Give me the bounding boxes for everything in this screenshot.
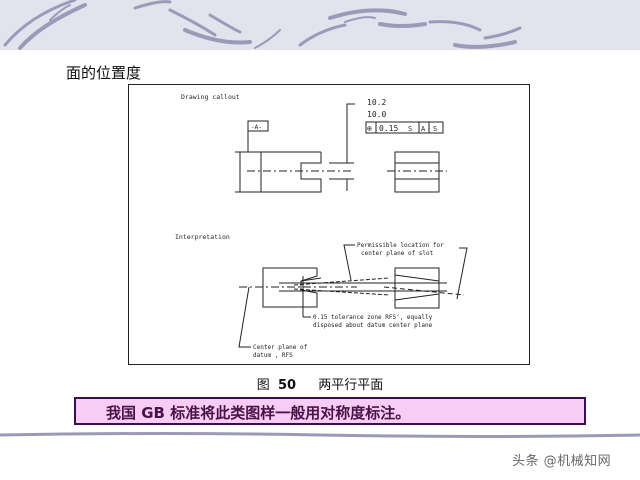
dimension-upper-limit: 10.2 — [367, 98, 386, 107]
note-tolerance-line1: 0.15 tolerance zone RFS', equally — [313, 314, 433, 321]
note-datum-line1: Center plane of — [253, 344, 308, 351]
decorative-header-band — [0, 0, 640, 50]
fcf-tolerance-value: 0.15 — [379, 124, 398, 133]
note-datum-line2: datum , RFS — [253, 352, 293, 359]
position-tolerance-icon: ⊕ — [367, 124, 372, 133]
note-box: 我国 GB 标准将此类图样一般用对称度标注。 — [74, 397, 586, 425]
caption-number: 50 — [277, 378, 297, 393]
note-tolerance-line2: disposed about datum center plane — [313, 322, 433, 329]
note-permissible-line1: Permissible location for — [357, 242, 444, 249]
section-label-interpretation: Interpretation — [175, 233, 230, 241]
note-permissible-line2: center plane of slot — [361, 250, 434, 257]
brush-stroke-decoration — [3, 0, 522, 50]
caption-text: 两平行平面 — [318, 378, 384, 393]
engineering-drawing-figure: Drawing callout -A- 10.2 10.0 ⊕ 0.15 S A… — [128, 84, 530, 365]
caption-prefix: 图 — [256, 378, 270, 393]
dimension-lower-limit: 10.0 — [367, 110, 386, 119]
fcf-datum-reference: A — [421, 125, 426, 133]
fcf-modifier-rfs-2: S — [433, 125, 437, 133]
note-text: 我国 GB 标准将此类图样一般用对称度标注。 — [106, 404, 411, 422]
figure-caption: 图 50 两平行平面 — [0, 374, 640, 393]
drawing-canvas: Drawing callout -A- 10.2 10.0 ⊕ 0.15 S A… — [175, 93, 468, 359]
fcf-modifier-rfs-1: S — [408, 125, 412, 133]
page-title: 面的位置度 — [66, 64, 142, 82]
decorative-divider — [0, 432, 640, 438]
section-label-drawing-callout: Drawing callout — [181, 93, 240, 101]
datum-label: -A- — [251, 124, 262, 131]
watermark: 头条 @机械知网 — [512, 454, 612, 469]
